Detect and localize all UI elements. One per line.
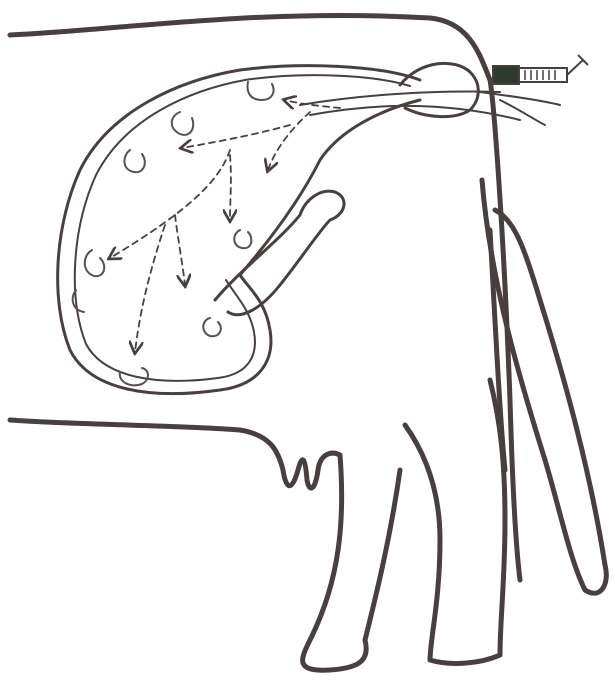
arrow-icon [182, 125, 290, 148]
arrow-icon [110, 150, 230, 258]
uterus-caruncles [73, 82, 274, 385]
arrow-icon [230, 155, 231, 220]
uterus [58, 66, 420, 394]
uterus-inner-wall [75, 75, 410, 381]
uterine-horn [215, 191, 344, 314]
arrow-icon [135, 225, 165, 352]
syringe-icon [493, 55, 588, 84]
arrow-icon [175, 215, 185, 285]
cervix [400, 63, 478, 116]
cow-belly-line [10, 420, 340, 488]
cow-front-leg [303, 455, 400, 670]
flow-arrows [110, 100, 340, 352]
cow-hind-leg [405, 380, 505, 663]
arrow-icon [268, 112, 310, 170]
